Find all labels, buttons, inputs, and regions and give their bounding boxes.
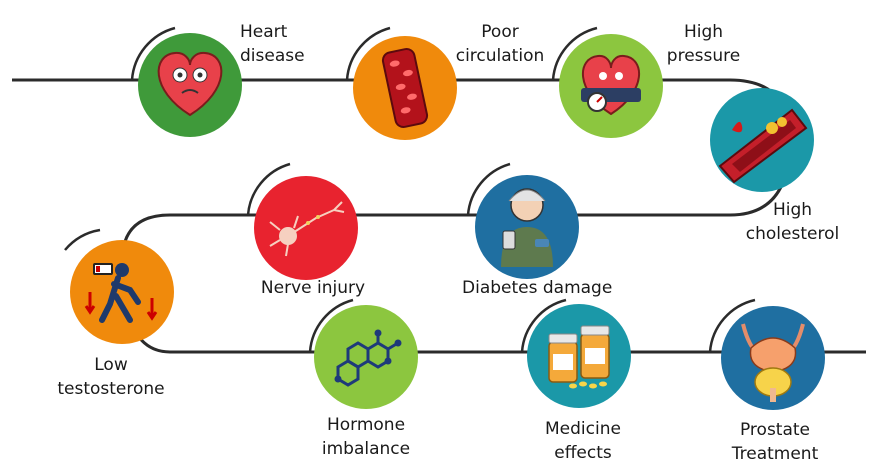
arc-heart-disease [130, 26, 176, 81]
arc-high-pressure [551, 26, 598, 81]
circle-nerve-injury [254, 176, 358, 280]
arc-low-testosterone [64, 228, 101, 251]
pill-bottles-icon [548, 325, 610, 389]
circle-hormone-imbalance [314, 305, 418, 409]
angry-heart-icon [157, 51, 223, 117]
label-nerve-injury: Nerve injury [260, 278, 366, 298]
prostate-icon [741, 323, 805, 402]
tired-man-battery-icon [84, 263, 158, 323]
artery-plaque-icon [718, 108, 808, 184]
arc-nerve-injury [246, 162, 291, 216]
circle-low-testosterone [70, 240, 174, 344]
arc-medicine-effects [520, 298, 567, 353]
circle-medicine-effects [527, 304, 631, 408]
heart-pressure-gauge-icon [581, 54, 641, 116]
molecule-icon [334, 329, 402, 387]
arc-hormone-imbalance [308, 298, 354, 353]
glucose-meter-person-icon [501, 188, 553, 267]
label-diabetes-damage: Diabetes damage [462, 278, 613, 298]
arc-poor-circulation [345, 26, 391, 81]
arc-prostate-treatment [708, 298, 756, 353]
blood-vessel-icon [381, 47, 429, 129]
neuron-icon [269, 201, 345, 257]
arc-diabetes-damage [466, 162, 511, 216]
